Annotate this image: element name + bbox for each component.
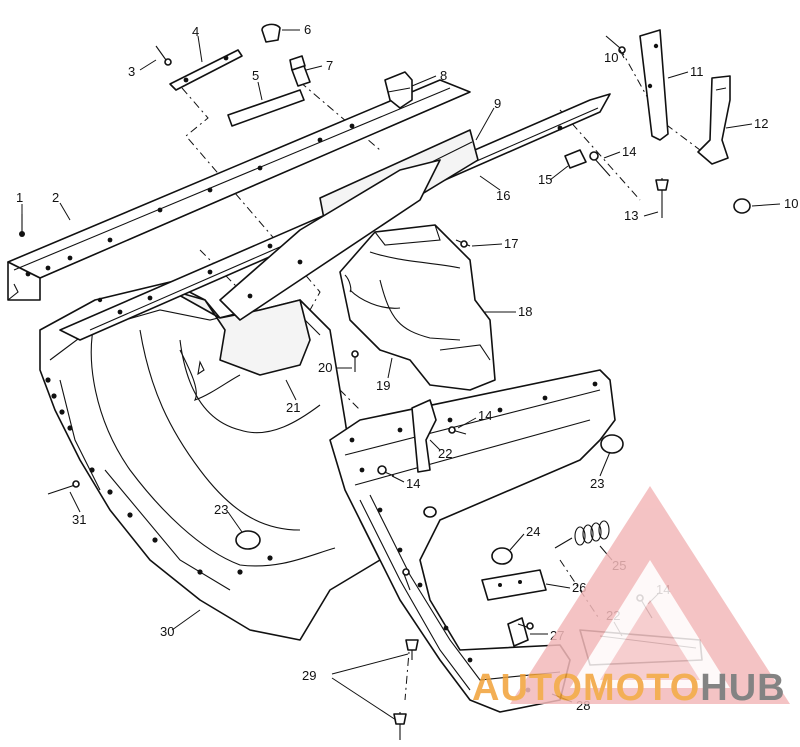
callout-22-upper: 22 <box>438 446 452 461</box>
callout-6: 6 <box>304 22 311 37</box>
svg-text:AUTOMOTOHUB: AUTOMOTOHUB <box>472 667 786 709</box>
fasteners <box>19 35 669 740</box>
callout-16: 16 <box>496 188 510 203</box>
callout-18: 18 <box>518 304 532 319</box>
front-top-bar <box>7 79 471 301</box>
callout-7: 7 <box>326 58 333 73</box>
watermark-text-hub: HUB <box>700 667 785 709</box>
callout-10-top: 10 <box>604 50 618 65</box>
part-spring-25 <box>554 520 610 549</box>
part-knob-6 <box>261 23 281 43</box>
part-bracket-8 <box>384 71 413 109</box>
callout-17: 17 <box>504 236 518 251</box>
callout-11: 11 <box>690 64 704 79</box>
belly-pan <box>39 281 381 641</box>
plugs <box>235 198 751 565</box>
center-housing <box>339 224 496 391</box>
part-clip-15 <box>564 149 587 169</box>
callout-23-left: 23 <box>214 502 228 517</box>
callout-19: 19 <box>376 378 390 393</box>
part-bracket-22-upper <box>411 399 437 473</box>
part-bracket-26 <box>481 569 547 601</box>
callout-3: 3 <box>128 64 135 79</box>
callout-20: 20 <box>318 360 332 375</box>
callout-29: 29 <box>302 668 316 683</box>
callout-13: 13 <box>624 208 638 223</box>
part-latch-27 <box>507 617 529 647</box>
callout-23-right: 23 <box>590 476 604 491</box>
callout-30: 30 <box>160 624 174 639</box>
callout-14-c: 14 <box>406 476 420 491</box>
part-crossbar <box>227 89 305 127</box>
callout-31: 31 <box>72 512 86 527</box>
watermark-triangle-mid <box>600 600 700 680</box>
part-strap <box>169 49 243 91</box>
part-bolt-7 <box>289 55 311 87</box>
callout-14-a: 14 <box>622 144 636 159</box>
callout-10-right: 10 <box>784 196 798 211</box>
callout-5: 5 <box>252 68 259 83</box>
front-bumper-frame <box>329 369 616 713</box>
callout-2: 2 <box>52 190 59 205</box>
callout-4: 4 <box>192 24 199 39</box>
watermark: AUTOMOTOHUB <box>472 486 790 709</box>
callout-8: 8 <box>440 68 447 83</box>
callout-24: 24 <box>526 524 540 539</box>
callout-1: 1 <box>16 190 23 205</box>
watermark-text-automoto: AUTOMOTO <box>472 667 700 709</box>
rear-panel <box>219 129 479 321</box>
callout-14-b: 14 <box>478 408 492 423</box>
callout-9: 9 <box>494 96 501 111</box>
leader-lines <box>21 29 781 721</box>
callout-15: 15 <box>538 172 552 187</box>
callout-12: 12 <box>754 116 768 131</box>
callout-21: 21 <box>286 400 300 415</box>
part-upright-11 <box>639 29 669 141</box>
part-lever-12 <box>697 75 731 165</box>
